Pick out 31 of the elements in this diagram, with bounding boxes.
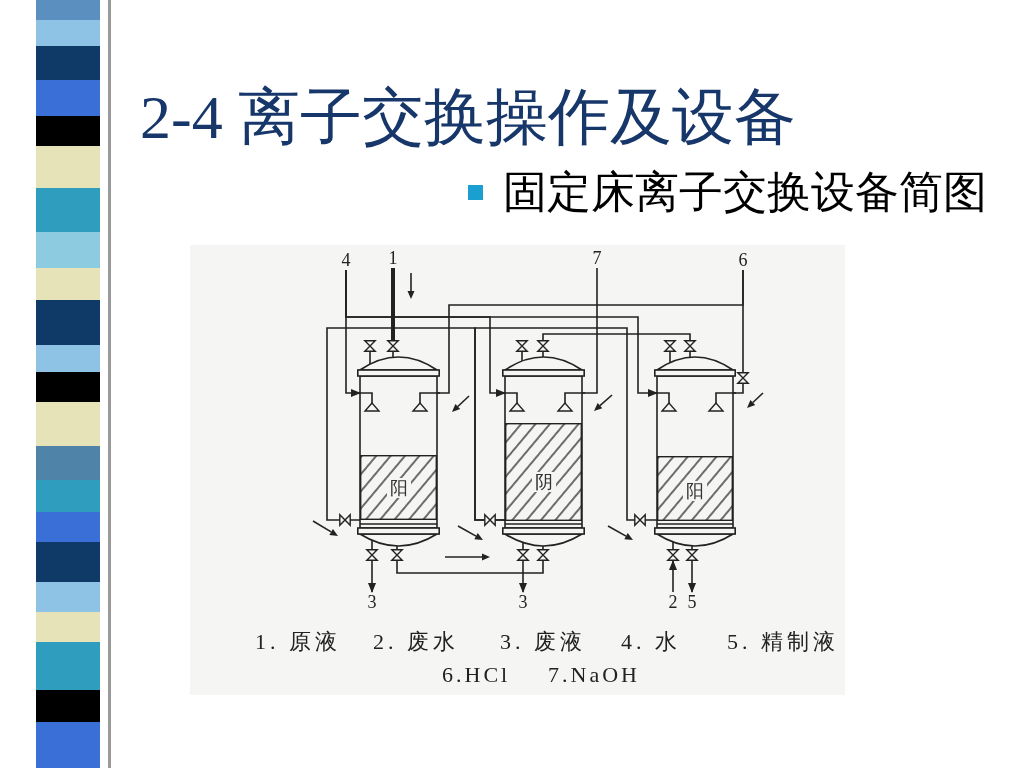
pipe bbox=[396, 560, 544, 574]
legend-text: 1. 原液 bbox=[255, 628, 341, 656]
pipe bbox=[519, 560, 527, 593]
callout-number: 3 bbox=[516, 592, 530, 612]
slide-title: 2-4 离子交换操作及设备 bbox=[140, 86, 797, 148]
callout-number: 4 bbox=[339, 250, 353, 270]
callout-number: 2 bbox=[666, 592, 680, 612]
pipe bbox=[542, 333, 691, 341]
pipe bbox=[474, 327, 658, 521]
callout-number: 7 bbox=[590, 248, 604, 268]
callout-number: 3 bbox=[365, 592, 379, 612]
pipe bbox=[669, 560, 677, 593]
subtitle: 固定床离子交换设备简图 bbox=[503, 166, 987, 219]
pipe bbox=[391, 268, 395, 340]
legend-text: 4. 水 bbox=[621, 628, 681, 656]
legend-text: 2. 废水 bbox=[373, 628, 459, 656]
pipe bbox=[688, 560, 696, 593]
ion-exchange-column bbox=[357, 340, 440, 561]
column-label: 阳 bbox=[683, 481, 707, 501]
column-label: 阴 bbox=[531, 472, 556, 492]
pipe bbox=[368, 560, 376, 593]
callout-number: 5 bbox=[685, 592, 699, 612]
column-label: 阳 bbox=[386, 478, 411, 498]
callout-number: 1 bbox=[386, 248, 400, 268]
ion-exchange-column bbox=[654, 340, 736, 561]
legend-text: 3. 废液 bbox=[500, 628, 586, 656]
legend-text: 5. 精制液 bbox=[727, 628, 839, 656]
callout-number: 6 bbox=[736, 250, 750, 270]
legend-text: 6.HCl bbox=[442, 661, 511, 689]
legend-text: 7.NaOH bbox=[548, 661, 640, 689]
ion-exchange-column bbox=[502, 340, 585, 561]
